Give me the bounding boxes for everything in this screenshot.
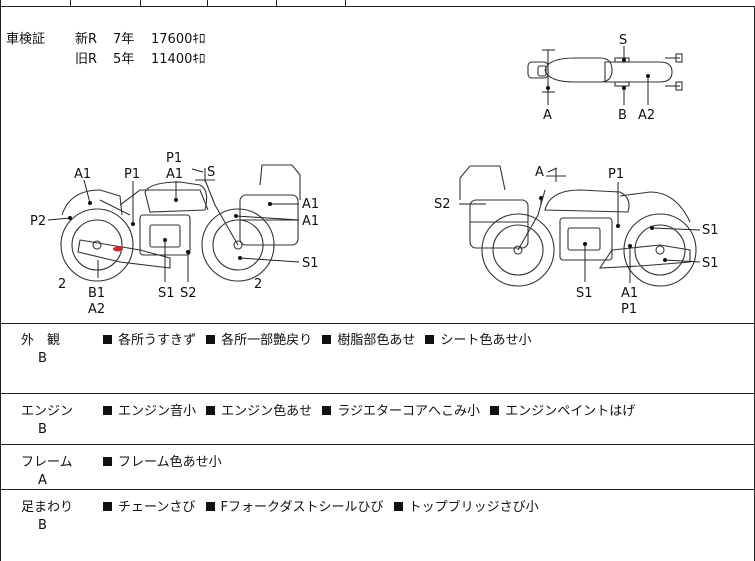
section-items: フレーム色あせ小 (101, 451, 226, 470)
section-suspension: 足まわり B チェーンさび Fフォークダストシールひび トップブリッジさび小 (0, 490, 755, 561)
section-engine: エンジン B エンジン音小 エンジン色あせ ラジエターコアへこみ小 エンジンペイ… (0, 394, 755, 445)
damage-marker (628, 244, 632, 248)
motorcycle-left-view (60, 164, 301, 282)
table-top-edge (0, 0, 754, 7)
damage-marker (622, 58, 626, 62)
label-right-A1: A1 (621, 286, 638, 301)
damage-marker (622, 86, 626, 90)
section-grade: B (38, 351, 47, 366)
section-items: チェーンさび Fフォークダストシールひび トップブリッジさび小 (101, 496, 543, 515)
damage-marker (131, 222, 135, 226)
damage-marker (88, 201, 92, 205)
label-left-A1-case: A1 (302, 197, 319, 212)
motorcycle-diagram: S A B A2 A1 P1 P1 A1 S A1 A1 P2 2 B1 A2 … (30, 33, 719, 317)
damage-marker (234, 214, 238, 218)
label-right-S2: S2 (434, 197, 451, 212)
inspection-label: 車検証 (6, 32, 46, 47)
damage-marker (546, 86, 550, 90)
bullet-square-icon (322, 335, 332, 344)
divider (345, 0, 346, 6)
label-right-P1-bottom: P1 (621, 302, 637, 317)
bullet-square-icon (103, 457, 112, 466)
bullet-square-icon (425, 335, 435, 344)
section-exterior: 外 観 B 各所うすきず 各所一部艶戻り 樹脂部色あせ シート色あせ小 (0, 323, 755, 394)
label-right-P1: P1 (608, 167, 624, 182)
label-left-2-rear: 2 (254, 277, 262, 292)
label-left-S2: S2 (180, 286, 197, 301)
label-top-S: S (619, 33, 627, 48)
section-title: 外 観 (21, 333, 61, 348)
motorcycle-right-view (459, 165, 697, 287)
section-items: エンジン音小 エンジン色あせ ラジエターコアへこみ小 エンジンペイントはげ (101, 400, 639, 419)
label-right-S1: S1 (576, 286, 593, 301)
label-right-S1-wheel: S1 (702, 256, 719, 271)
divider (140, 0, 141, 6)
label-left-S1-rear: S1 (302, 256, 319, 271)
damage-marker (646, 74, 650, 78)
bullet-square-icon (103, 406, 112, 415)
damage-marker (238, 256, 242, 260)
damage-marker (650, 226, 654, 230)
damage-marker (663, 258, 667, 262)
section-title: エンジン (21, 404, 74, 419)
bullet-square-icon (205, 502, 215, 511)
motorcycle-top-view (527, 49, 683, 93)
damage-marker (174, 198, 178, 202)
label-left-A1: A1 (74, 167, 91, 182)
label-left-A1-top: A1 (166, 167, 183, 182)
section-grade: B (38, 422, 47, 437)
label-left-B1: B1 (88, 286, 105, 301)
bullet-square-icon (393, 502, 403, 511)
divider (70, 0, 71, 6)
label-right-A: A (535, 165, 544, 180)
divider (0, 0, 1, 6)
bullet-square-icon (103, 502, 112, 511)
bullet-square-icon (490, 406, 500, 415)
label-left-A2: A2 (88, 302, 105, 317)
bullet-square-icon (206, 406, 216, 415)
label-top-B: B (618, 108, 627, 123)
label-left-S1: S1 (158, 286, 175, 301)
section-title: フレーム (21, 455, 73, 470)
divider (207, 0, 208, 6)
bullet-square-icon (103, 335, 112, 344)
label-left-2-front: 2 (58, 277, 66, 292)
divider (276, 0, 277, 6)
section-grade: B (38, 518, 47, 533)
label-right-S1-front: S1 (702, 223, 719, 238)
section-items: 各所うすきず 各所一部艶戻り 樹脂部色あせ シート色あせ小 (101, 329, 535, 348)
bullet-square-icon (206, 335, 216, 344)
section-frame: フレーム A フレーム色あせ小 (0, 445, 755, 490)
label-top-A: A (543, 108, 552, 123)
damage-marker (583, 242, 587, 246)
damage-marker (268, 202, 272, 206)
damage-marker (539, 196, 543, 200)
damage-marker (186, 250, 190, 254)
damage-marker (616, 224, 620, 228)
section-grade: A (38, 473, 47, 488)
label-left-P2: P2 (30, 214, 46, 229)
label-left-P1: P1 (124, 167, 140, 182)
label-top-A2: A2 (638, 108, 655, 123)
bullet-square-icon (322, 406, 332, 415)
damage-marker (68, 216, 72, 220)
damage-marker-red (113, 246, 123, 252)
label-left-A1-side: A1 (302, 214, 319, 229)
damage-marker (163, 238, 167, 242)
section-title: 足まわり (21, 500, 74, 515)
label-left-S: S (207, 165, 215, 180)
label-left-P1-top: P1 (166, 151, 182, 166)
